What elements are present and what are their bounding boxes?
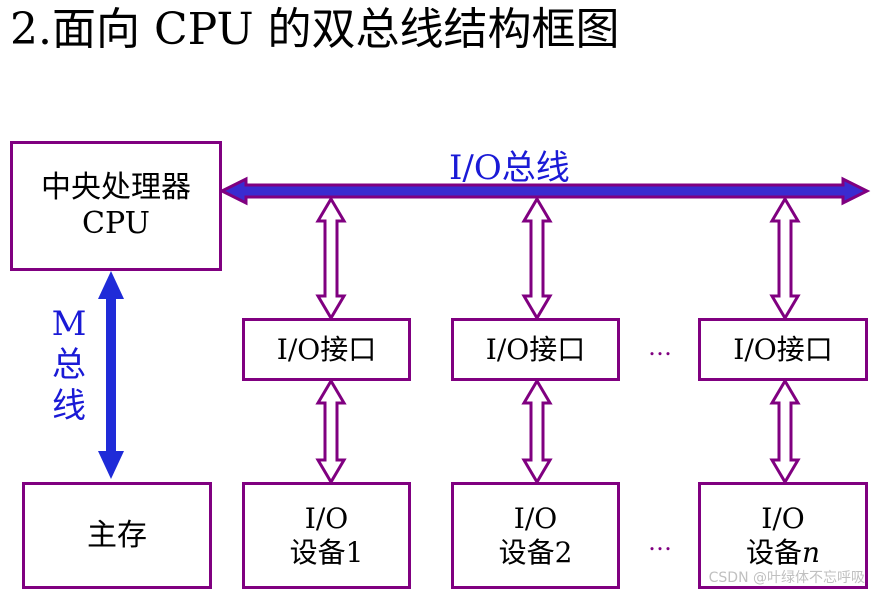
m-bus-char-1: M bbox=[51, 304, 87, 344]
m-bus-label: M 总 线 bbox=[49, 304, 89, 426]
m-bus-char-3: 线 bbox=[52, 385, 86, 426]
cpu-box: 中央处理器 CPU bbox=[10, 141, 222, 271]
connector-bus-interface-2 bbox=[521, 196, 553, 321]
connector-interface-device-2 bbox=[521, 378, 553, 485]
io-device-box-2: I/O 设备2 bbox=[451, 482, 620, 589]
connector-interface-device-1 bbox=[315, 378, 347, 485]
io-device-2-line1: I/O bbox=[513, 501, 558, 535]
interface-ellipsis: … bbox=[648, 333, 673, 361]
device-ellipsis: … bbox=[648, 528, 673, 556]
io-interface-label-1: I/O接口 bbox=[276, 332, 377, 366]
io-device-box-3: I/O 设备n bbox=[698, 482, 868, 589]
io-interface-box-1: I/O接口 bbox=[242, 318, 411, 381]
main-memory-label: 主存 bbox=[87, 517, 147, 553]
io-device-3-line2-suffix: n bbox=[801, 535, 821, 569]
m-bus-char-2: 总 bbox=[52, 344, 86, 385]
m-bus-arrow bbox=[98, 271, 124, 479]
main-memory-box: 主存 bbox=[22, 482, 212, 589]
io-device-2-line2: 设备2 bbox=[498, 535, 573, 569]
io-device-3-line1: I/O bbox=[761, 501, 805, 535]
io-interface-box-2: I/O接口 bbox=[451, 318, 620, 381]
page-title: 2.面向 CPU 的双总线结构框图 bbox=[10, 4, 620, 55]
io-interface-box-3: I/O接口 bbox=[698, 318, 868, 381]
io-device-box-1: I/O 设备1 bbox=[242, 482, 411, 589]
connector-interface-device-3 bbox=[769, 378, 801, 485]
watermark: CSDN @叶绿体不忘呼吸 bbox=[708, 570, 865, 586]
io-device-1-line1: I/O bbox=[304, 501, 349, 535]
io-interface-label-2: I/O接口 bbox=[485, 332, 586, 366]
connector-bus-interface-1 bbox=[315, 196, 347, 321]
io-interface-label-3: I/O接口 bbox=[733, 332, 833, 366]
connector-bus-interface-3 bbox=[769, 196, 801, 321]
io-bus-label: I/O总线 bbox=[449, 148, 570, 188]
cpu-label-line2: CPU bbox=[82, 206, 150, 241]
cpu-label-line1: 中央处理器 bbox=[41, 170, 191, 205]
io-device-1-line2: 设备1 bbox=[289, 535, 364, 569]
io-bus-arrow bbox=[218, 176, 871, 206]
io-device-3-line2: 设备n bbox=[746, 536, 820, 570]
io-device-3-line2-text: 设备 bbox=[745, 535, 802, 569]
